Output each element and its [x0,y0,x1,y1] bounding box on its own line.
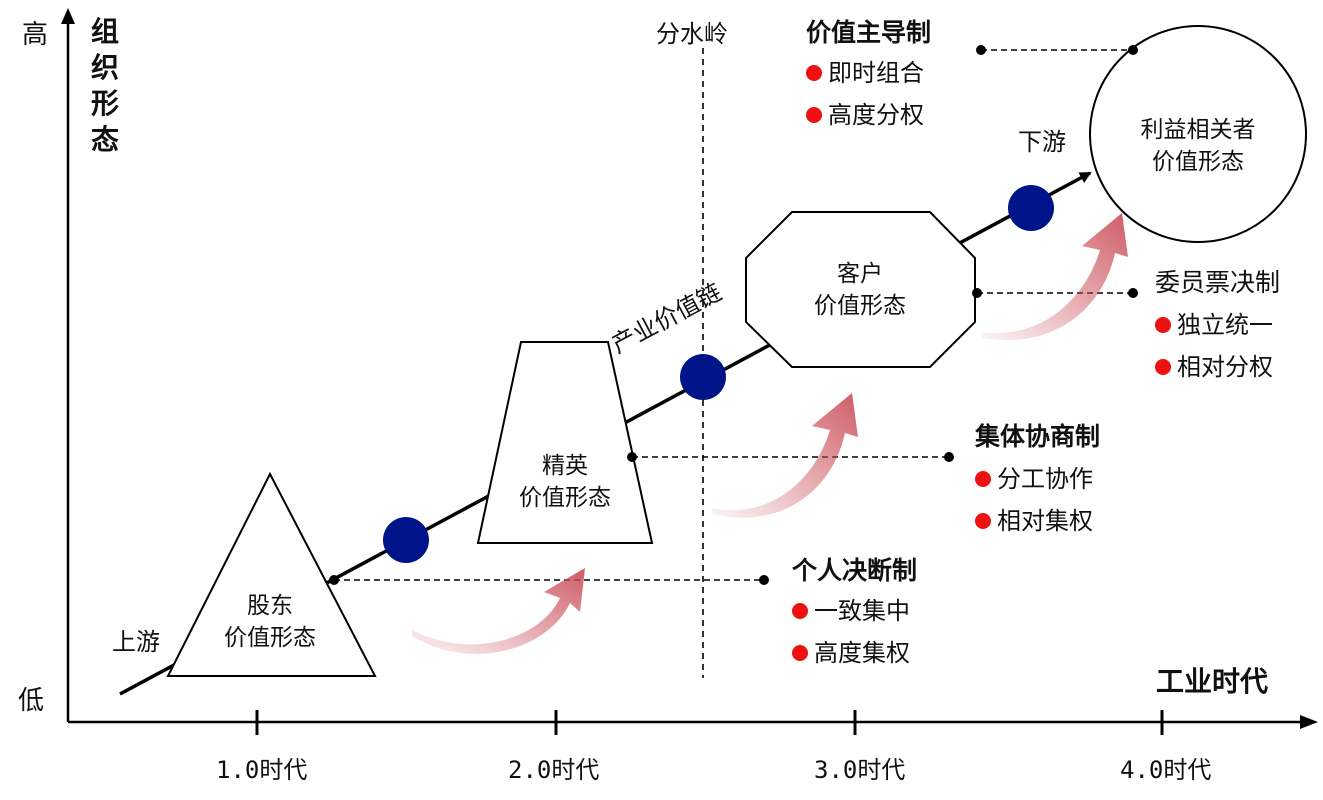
x-axis [68,715,1318,729]
curved-arrow-2 [712,393,858,518]
system-item: 相对集权 [975,509,1100,533]
elite-trapezoid [476,341,654,544]
y-title-char: 态 [90,123,119,156]
x-axis-title: 工业时代 [1156,665,1269,698]
connector-2 [627,452,954,462]
y-title-char: 形 [90,87,119,120]
item-text: 相对分权 [1177,353,1273,381]
y-low-label: 低 [18,686,45,716]
system-title: 委员票决制 [1155,268,1281,297]
item-text: 一致集中 [814,597,910,625]
bullet-dot [792,603,808,619]
curved-arrow-3 [982,213,1128,341]
stakeholder-circle [1089,25,1307,243]
system-item: 高度集权 [792,641,917,665]
bullet-dot [1155,359,1171,375]
system-block-2: 集体协商制 分工协作 相对集权 [975,424,1100,533]
tick-label-3: 3.0时代 [814,756,906,784]
system-item: 独立统一 [1155,313,1280,337]
bullet-dot [806,65,822,81]
tick-label-1: 1.0时代 [216,756,308,784]
chain-node-3 [1008,185,1054,231]
bullet-dot [975,471,991,487]
bullet-dot [792,645,808,661]
item-text: 即时组合 [828,59,924,87]
connector-3 [972,288,1138,298]
item-text: 独立统一 [1177,311,1273,339]
customer-text: 客户 价值形态 [785,258,935,322]
y-high-label: 高 [22,20,49,50]
downstream-label: 下游 [1018,128,1066,156]
item-text: 高度分权 [828,101,924,129]
item-text: 分工协作 [997,465,1093,493]
curved-arrow-1 [412,568,585,654]
stage-subtitle: 价值形态 [1152,149,1244,175]
bullet-dot [806,107,822,123]
y-title-char: 织 [90,51,119,84]
y-axis-title: 组 织 形 态 [90,14,120,158]
bullet-dot [975,513,991,529]
system-block-4: 价值主导制 即时组合 高度分权 [806,20,931,127]
tick-label-2: 2.0时代 [508,756,600,784]
bullet-dot [1155,317,1171,333]
stage-name: 股东 [247,593,293,619]
system-item: 一致集中 [792,599,917,623]
upstream-label: 上游 [112,628,160,656]
y-title-char: 组 [90,15,119,48]
stage-subtitle: 价值形态 [519,485,611,511]
connector-1 [329,575,769,585]
shareholder-text: 股东 价值形态 [195,590,345,654]
elite-text: 精英 价值形态 [490,450,640,514]
chain-node-1 [383,517,429,563]
watershed-label: 分水岭 [656,20,728,48]
connector-4 [976,45,1138,55]
item-text: 高度集权 [814,639,910,667]
system-item: 分工协作 [975,467,1100,491]
system-title: 个人决断制 [792,556,918,585]
stage-name: 客户 [837,261,883,287]
system-item: 高度分权 [806,103,931,127]
system-block-3: 委员票决制 独立统一 相对分权 [1155,270,1280,379]
tick-label-4: 4.0时代 [1120,756,1212,784]
customer-octagon [745,211,976,368]
stage-name: 精英 [542,453,588,479]
x-axis-tick-marks [255,710,1164,735]
system-title: 价值主导制 [806,18,932,47]
system-block-1: 个人决断制 一致集中 高度集权 [792,558,917,665]
shareholder-triangle [166,471,377,677]
system-item: 相对分权 [1155,355,1280,379]
stage-subtitle: 价值形态 [224,625,316,651]
chain-node-2 [680,354,726,400]
item-text: 相对集权 [997,507,1093,535]
system-item: 即时组合 [806,61,931,85]
system-title: 集体协商制 [975,422,1101,451]
stage-name: 利益相关者 [1140,117,1256,143]
stakeholder-text: 利益相关者 价值形态 [1118,114,1278,178]
y-axis [61,8,75,722]
stage-subtitle: 价值形态 [814,293,906,319]
